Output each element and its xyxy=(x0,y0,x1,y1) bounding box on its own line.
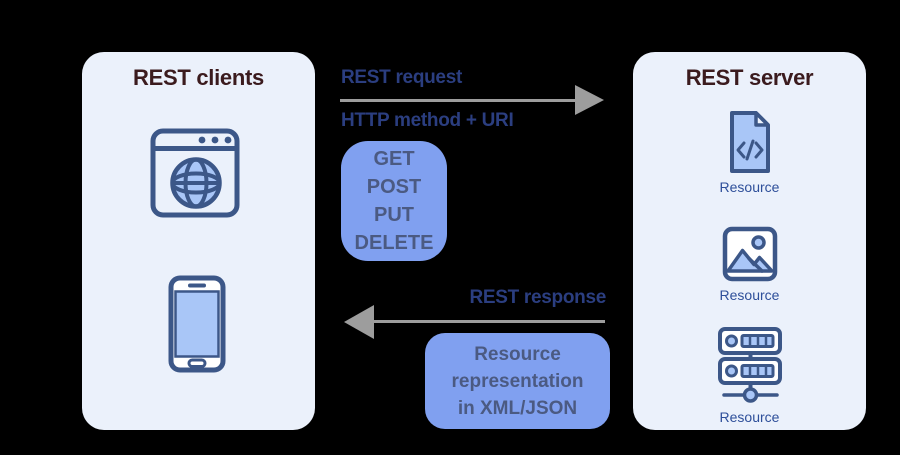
response-label: REST response xyxy=(469,287,606,308)
code-file-icon xyxy=(729,111,770,173)
server-icon xyxy=(717,327,782,403)
resource-label: Resource xyxy=(719,287,780,303)
response-box-line: Resource xyxy=(474,343,561,365)
response-arrowhead-icon xyxy=(344,305,374,339)
rest-server-panel: REST server Resource Resource xyxy=(633,52,866,430)
http-method-item: DELETE xyxy=(354,232,434,254)
resource-label: Resource xyxy=(719,179,780,195)
image-icon xyxy=(722,226,777,282)
resource-item: Resource xyxy=(633,110,866,195)
smartphone-icon xyxy=(168,275,226,373)
http-method-uri-label: HTTP method + URI xyxy=(341,110,514,131)
response-representation-box: Resource representation in XML/JSON xyxy=(425,333,610,429)
http-methods-box: GET POST PUT DELETE xyxy=(341,141,447,261)
http-method-item: GET xyxy=(373,148,415,170)
request-arrow-line xyxy=(340,99,578,102)
browser-icon xyxy=(150,128,240,218)
rest-server-title: REST server xyxy=(685,65,814,90)
request-label: REST request xyxy=(341,67,462,88)
http-method-item: POST xyxy=(366,176,422,198)
http-method-item: PUT xyxy=(374,204,414,226)
rest-clients-title: REST clients xyxy=(133,65,264,90)
response-arrow-line xyxy=(372,320,605,323)
request-arrowhead-icon xyxy=(575,85,604,115)
resource-item: Resource xyxy=(633,226,866,303)
resource-item: Resource xyxy=(633,326,866,425)
response-box-line: in XML/JSON xyxy=(457,397,578,419)
rest-clients-panel: REST clients xyxy=(82,52,315,430)
resource-label: Resource xyxy=(719,409,780,425)
response-box-line: representation xyxy=(451,370,584,392)
